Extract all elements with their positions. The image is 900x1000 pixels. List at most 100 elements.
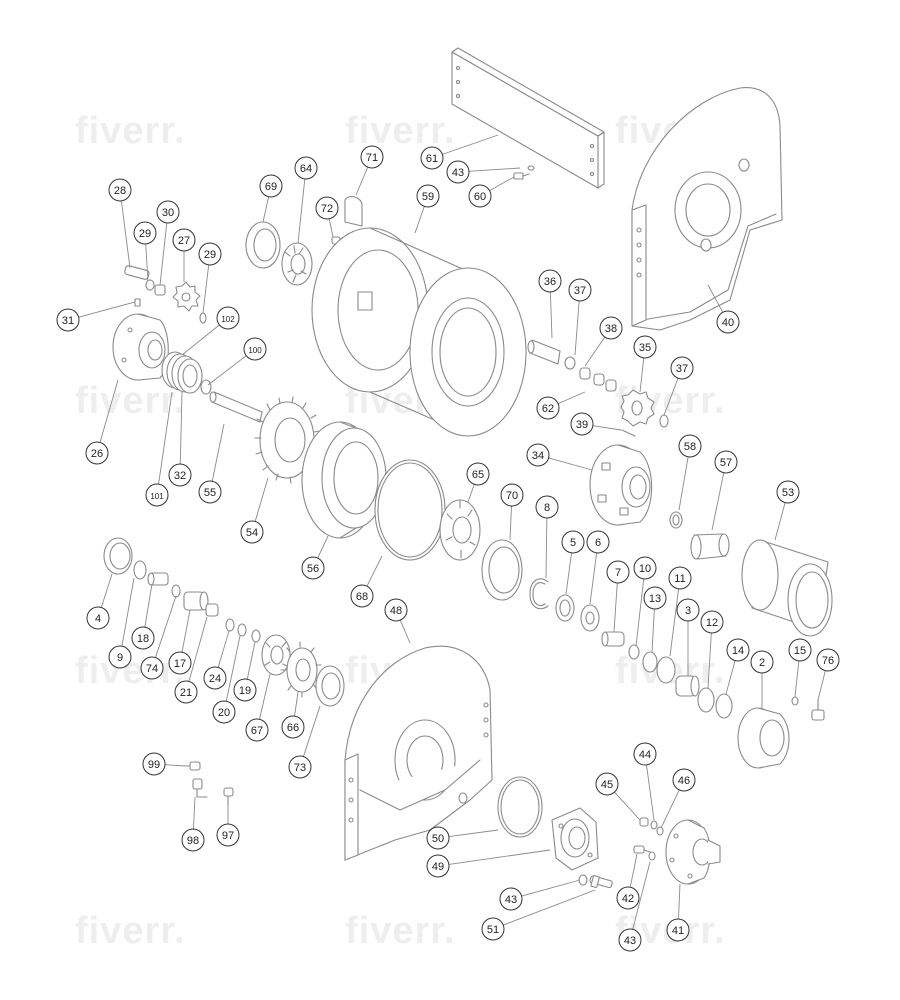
callout-51: 51 <box>481 917 505 941</box>
callout-circle <box>243 337 267 361</box>
leader-line <box>144 583 153 628</box>
washer-19 <box>251 629 261 643</box>
callout-label: 19 <box>239 685 251 697</box>
key-71 <box>344 195 363 227</box>
pin-39 <box>621 429 636 437</box>
callout-circle <box>85 441 109 465</box>
callout-34: 34 <box>526 443 550 467</box>
callout-label: 6 <box>595 537 601 549</box>
callout-64: 64 <box>294 156 318 180</box>
gear-35 <box>620 389 655 427</box>
callout-29: 29 <box>198 242 222 266</box>
callout-label: 98 <box>187 835 199 847</box>
callout-circle <box>350 584 374 608</box>
bolt-51 <box>589 875 613 889</box>
callout-98: 98 <box>181 828 205 852</box>
leader-line <box>635 578 645 647</box>
leader-line <box>794 660 800 698</box>
callout-circle <box>216 823 240 847</box>
leader-line <box>613 582 618 633</box>
leader-line <box>629 853 638 888</box>
leader-line <box>366 555 383 587</box>
washer-100 <box>200 379 212 395</box>
callout-label: 42 <box>622 893 634 905</box>
oring-11 <box>656 656 676 684</box>
callout-circle <box>726 638 750 662</box>
callout-13: 13 <box>643 586 667 610</box>
callout-40: 40 <box>716 310 740 334</box>
leader-line <box>254 477 269 522</box>
callout-circle <box>294 156 318 180</box>
callout-label: 100 <box>248 346 262 355</box>
washer-20 <box>237 623 247 637</box>
leader-line <box>467 484 475 503</box>
callout-label: 4 <box>95 613 101 625</box>
callout-43: 43 <box>499 887 523 911</box>
bearing-65 <box>439 499 481 561</box>
spring-32 <box>161 351 203 394</box>
callout-10: 10 <box>633 556 657 580</box>
callout-circle <box>672 768 696 792</box>
washer-6 <box>580 604 600 632</box>
leader-line <box>651 608 655 653</box>
callout-label: 57 <box>720 457 732 469</box>
leader-line <box>246 641 256 680</box>
callout-label: 27 <box>178 235 190 247</box>
callout-label: 29 <box>204 249 216 261</box>
leader-line <box>225 635 241 702</box>
leader-line <box>663 378 679 416</box>
spacer-21 <box>205 603 219 617</box>
callout-7: 7 <box>606 560 630 584</box>
callout-circle <box>133 221 157 245</box>
leader-line <box>442 134 499 155</box>
callout-label: 12 <box>706 617 718 629</box>
washer-44 <box>650 820 658 830</box>
washer-29b <box>199 312 207 324</box>
washer-74 <box>171 584 181 598</box>
callout-label: 38 <box>605 323 617 335</box>
callout-18: 18 <box>131 626 155 650</box>
callout-circle <box>714 450 738 474</box>
winch-drum <box>311 227 527 437</box>
motor-flange-41 <box>665 819 721 885</box>
callout-label: 10 <box>639 563 651 575</box>
callout-circle <box>716 310 740 334</box>
leader-line <box>632 861 651 930</box>
callout-label: 51 <box>487 924 499 936</box>
leader-line <box>207 355 247 386</box>
callout-label: 59 <box>422 191 434 203</box>
snap-ring-9 <box>133 560 147 580</box>
callout-label: 101 <box>150 492 164 501</box>
fitting-99 <box>184 761 201 771</box>
callout-circle <box>570 412 594 436</box>
callout-circle <box>360 145 384 169</box>
flange-56 <box>301 421 387 539</box>
callout-circle <box>301 556 325 580</box>
callout-circle <box>668 566 692 590</box>
bearing-67 <box>261 634 291 676</box>
callout-circle <box>108 645 132 669</box>
callout-35: 35 <box>633 335 657 359</box>
callout-label: 32 <box>174 470 186 482</box>
callout-label: 43 <box>505 894 517 906</box>
leader-line <box>448 849 551 865</box>
leader-line <box>355 166 369 196</box>
leader-line <box>678 883 681 920</box>
callout-29: 29 <box>133 221 157 245</box>
leader-line <box>155 595 177 658</box>
callout-67: 67 <box>245 718 269 742</box>
callout-circle <box>776 480 800 504</box>
callout-11: 11 <box>668 566 692 590</box>
callout-label: 37 <box>574 285 586 297</box>
callout-49: 49 <box>426 854 450 878</box>
callout-label: 46 <box>678 775 690 787</box>
bearing-64 <box>281 242 313 286</box>
callout-label: 34 <box>532 450 544 462</box>
callout-label: 45 <box>601 779 613 791</box>
ring-70 <box>481 539 523 601</box>
callout-8: 8 <box>535 495 559 519</box>
callout-circle <box>568 278 592 302</box>
leader-line <box>100 573 113 608</box>
oring-50 <box>497 776 543 838</box>
